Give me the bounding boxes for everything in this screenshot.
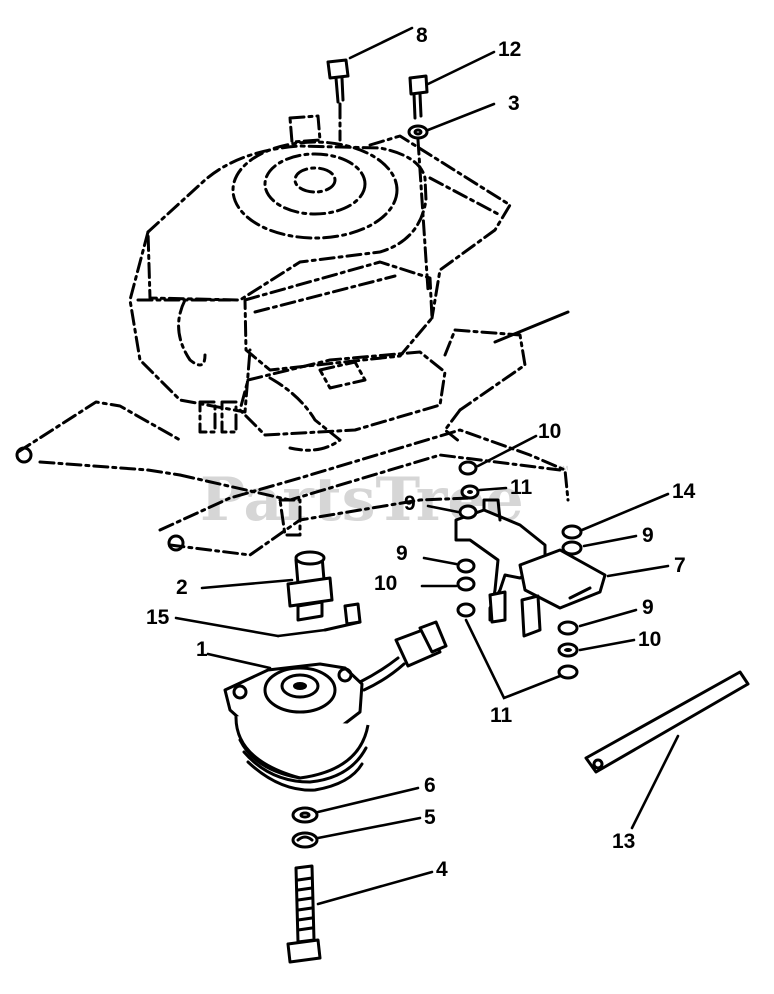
- washers-and-nuts: [456, 460, 583, 680]
- leader-lines: [174, 26, 680, 906]
- callout-11-bottom: 11: [490, 704, 513, 727]
- callout-10-top: 10: [538, 420, 561, 443]
- bar-part-13: [584, 670, 750, 774]
- washer-part-3: [407, 124, 430, 292]
- callout-9-left: 9: [396, 542, 408, 565]
- engine-outline: [128, 114, 570, 452]
- callout-1: 1: [196, 638, 208, 661]
- callout-6: 6: [424, 774, 436, 797]
- callout-2: 2: [176, 576, 188, 599]
- callout-8: 8: [416, 24, 428, 47]
- bolt-part-4: [286, 864, 322, 964]
- bolt-part-8: [326, 58, 350, 142]
- washer-part-5: [291, 831, 319, 849]
- callout-3: 3: [508, 92, 520, 115]
- callout-labels: 8 12 3 10 11 9 14 9 9 7 10 2 9 15 10 1 1…: [146, 24, 696, 881]
- callout-11-top: 11: [510, 476, 533, 499]
- callout-7: 7: [674, 554, 686, 577]
- callout-10-left: 10: [374, 572, 397, 595]
- callout-9-right: 9: [642, 524, 654, 547]
- bolt-part-12: [408, 74, 429, 120]
- frame-outline: [15, 400, 570, 557]
- washer-part-6: [291, 806, 319, 824]
- clip-part-15: [323, 602, 362, 632]
- callout-5: 5: [424, 806, 436, 829]
- callout-15: 15: [146, 606, 170, 629]
- callout-13: 13: [612, 830, 635, 853]
- callout-9-lower-right: 9: [642, 596, 654, 619]
- callout-12: 12: [498, 38, 521, 61]
- callout-4: 4: [436, 858, 448, 881]
- switch-part-2: [286, 550, 334, 622]
- callout-9-top-left: 9: [404, 492, 416, 515]
- clutch-part-1: [223, 620, 448, 792]
- callout-14: 14: [672, 480, 696, 503]
- bracket-part-7: [454, 498, 607, 638]
- callout-10-lower-right: 10: [638, 628, 661, 651]
